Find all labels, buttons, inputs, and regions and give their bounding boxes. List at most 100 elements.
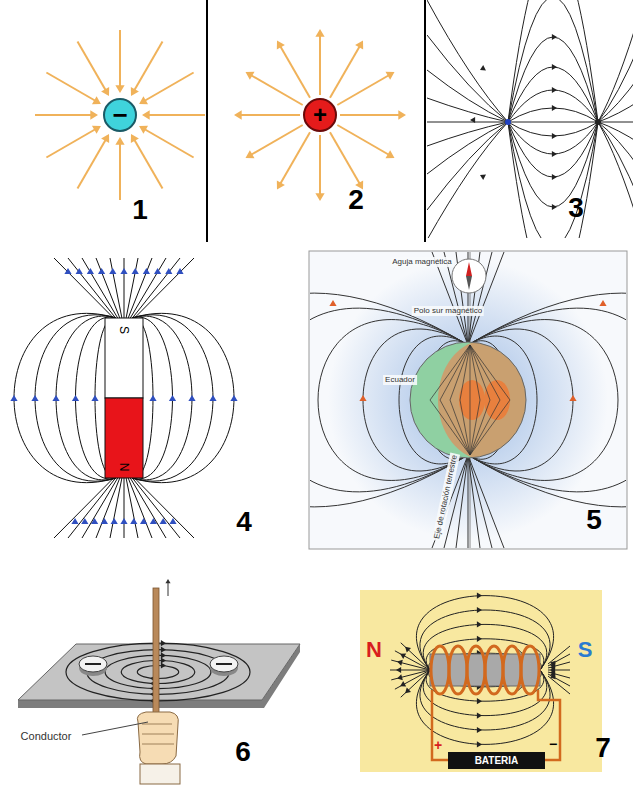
part-label: Conductor [21, 731, 72, 742]
part-label: Polo sur magnético [412, 306, 484, 316]
field-line [548, 674, 570, 686]
field-line [238, 114, 300, 116]
current-arrow [168, 582, 169, 596]
field-line [470, 345, 480, 400]
panel-separator [424, 0, 426, 242]
field-line [249, 125, 303, 156]
field-line [249, 74, 303, 105]
arrow-head [477, 727, 482, 733]
arrow-head [246, 72, 255, 80]
compass-dial [452, 259, 486, 293]
field-line [132, 136, 163, 189]
arrow-head [398, 110, 406, 119]
field-line [450, 345, 470, 400]
field-line [46, 127, 99, 158]
arrow-head [143, 268, 150, 274]
compass-needle [85, 663, 101, 665]
solenoid-field [360, 590, 602, 772]
callout-number: 2 [348, 186, 364, 214]
arrow-head [160, 518, 167, 524]
arrow-head [131, 134, 139, 143]
field-line [319, 33, 321, 95]
field-line [508, 122, 598, 177]
positive-charge: + [303, 98, 337, 132]
arrow-head [552, 133, 557, 139]
field-line [470, 345, 490, 400]
field-line [508, 122, 598, 207]
arrow-head [397, 660, 403, 666]
field-line [508, 37, 598, 122]
field-line [427, 98, 508, 122]
field-line [141, 73, 194, 104]
arrow-head [91, 395, 98, 401]
arrow-head [91, 518, 98, 524]
arrow-head [101, 134, 109, 143]
field-line [548, 654, 570, 666]
arrow-head [552, 64, 557, 70]
wire [432, 690, 448, 760]
callout-number: 5 [586, 506, 602, 534]
arrow-head [385, 150, 394, 158]
field-line [598, 12, 633, 122]
compass-needle [216, 663, 232, 665]
arrow-head [277, 180, 285, 189]
field-line [35, 114, 96, 116]
part-label: Aguja magnética [390, 257, 454, 267]
node-text: − [112, 102, 127, 128]
arrow-head [405, 687, 411, 693]
arrow-head [52, 395, 59, 401]
field-line [132, 313, 234, 482]
field-line [598, 122, 633, 228]
field-line [68, 478, 116, 538]
arrow-head [470, 117, 475, 123]
arrow-head [315, 193, 324, 201]
field-line [279, 132, 310, 186]
arrow-head [31, 395, 38, 401]
field-line [330, 44, 361, 98]
arrow-head [154, 268, 161, 274]
field-line [132, 258, 180, 318]
arrow-head [355, 41, 363, 50]
coil-turn [503, 646, 521, 694]
arrow-head [277, 41, 285, 50]
field-line [78, 41, 109, 94]
compass-face [79, 656, 107, 672]
arrow-head [169, 518, 176, 524]
arrow-head [405, 647, 411, 653]
field-line [468, 455, 492, 548]
charge-dot [595, 119, 601, 125]
arrow-head [149, 395, 156, 401]
panel-frame [309, 251, 627, 549]
field-line [401, 643, 430, 670]
field-line [470, 400, 500, 455]
arrow-head [385, 72, 394, 80]
field-line [470, 345, 510, 400]
field-line [470, 400, 480, 455]
arrow-head [10, 395, 17, 401]
magnet-south-half [105, 318, 143, 398]
terminal-sign: − [549, 737, 557, 751]
arrow-head [477, 636, 482, 642]
negative-field [35, 30, 205, 200]
arrow-head [480, 175, 486, 181]
node-text: BATERIA [475, 756, 519, 766]
leader-line [82, 722, 148, 735]
arrow-head [169, 395, 176, 401]
arrow-head [569, 395, 576, 401]
earth-core [484, 380, 510, 420]
arrow-head [90, 110, 98, 119]
earth-outline [410, 342, 526, 458]
field-line [468, 293, 626, 507]
wire [538, 690, 560, 760]
field-line [468, 320, 618, 481]
arrow-head [87, 268, 94, 274]
callout-number: 6 [235, 738, 251, 766]
arrow-head [120, 268, 127, 274]
earth-cutaway [438, 340, 534, 460]
field-line [279, 44, 310, 98]
arrow-head [477, 741, 482, 747]
arrow-head [246, 150, 255, 158]
field-line [450, 400, 470, 455]
field-line [427, 122, 508, 174]
field-line [340, 114, 402, 116]
